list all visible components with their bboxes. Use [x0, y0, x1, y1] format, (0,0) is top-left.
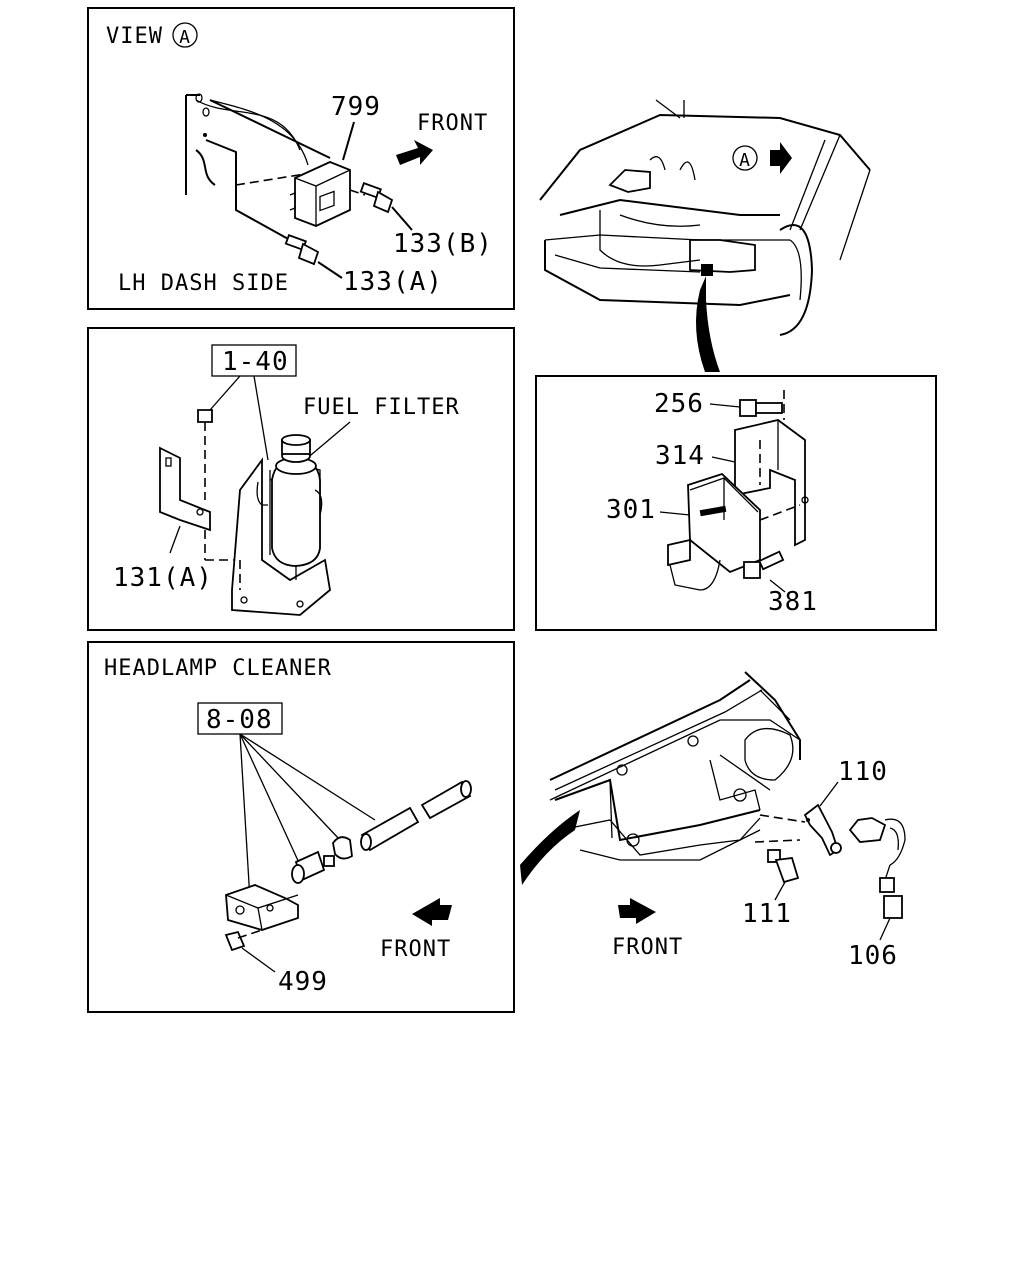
label-131a: 131(A) — [113, 563, 213, 593]
arrow-icon — [770, 142, 792, 174]
panel-view-a-frame — [87, 7, 515, 310]
label-799: 799 — [331, 92, 381, 122]
arrow-icon — [396, 140, 433, 165]
relay-301 — [667, 472, 801, 591]
ref-label-1-40: 1-40 — [222, 347, 289, 377]
front-label-view-a: FRONT — [417, 111, 488, 136]
module-799 — [289, 161, 351, 227]
label-106: 106 — [848, 941, 898, 971]
panel-front-view: A — [539, 99, 871, 372]
label-314: 314 — [655, 441, 705, 471]
label-499: 499 — [278, 967, 328, 997]
circle-letter-icon: A — [732, 145, 758, 171]
label-133a: 133(A) — [343, 267, 443, 297]
fuel-filter — [231, 434, 331, 616]
bolt-133b — [349, 182, 394, 214]
fuel-filter-label: FUEL FILTER — [303, 395, 460, 420]
bolt-256 — [739, 399, 783, 417]
panel-fuel-filter: 1-40 FUEL FILTER — [87, 327, 515, 631]
front-label-headlamp: FRONT — [380, 937, 451, 962]
bracket-131a — [159, 446, 211, 532]
panel-fuel-filter-frame — [87, 327, 515, 631]
bolt-381 — [743, 550, 785, 579]
screw-499 — [224, 929, 263, 952]
bolt-111 — [767, 849, 800, 884]
bracket-314 — [734, 419, 809, 547]
arrow-icon — [412, 898, 452, 926]
label-256: 256 — [654, 389, 704, 419]
ref-label-8-08: 8-08 — [206, 705, 273, 735]
label-301: 301 — [606, 495, 656, 525]
location-label: LH DASH SIDE — [118, 271, 289, 296]
bracket-110 — [803, 803, 842, 857]
relay-location-marker — [701, 264, 713, 276]
nozzle-bracket — [225, 884, 299, 931]
label-133b: 133(B) — [393, 229, 493, 259]
hose-clip — [332, 836, 353, 860]
label-381: 381 — [768, 587, 818, 617]
hose-joint — [291, 850, 335, 884]
panel-relay-frame — [535, 375, 937, 631]
panel-relay-detail: 256 314 301 — [535, 375, 937, 631]
washer-hose — [360, 780, 472, 852]
panel-rear-view: 110 111 106 FRONT — [520, 671, 906, 971]
bolt-133a — [284, 234, 320, 266]
label-111: 111 — [742, 899, 792, 929]
panel-headlamp-cleaner: HEADLAMP CLEANER 8-08 — [87, 641, 515, 1013]
panel-headlamp-frame — [87, 641, 515, 1013]
panel-view-a: VIEW A 799 133( — [87, 7, 515, 310]
switch-106 — [848, 817, 906, 919]
view-a-title: VIEW — [106, 24, 163, 49]
front-label-rear: FRONT — [612, 935, 683, 960]
label-110: 110 — [838, 757, 888, 787]
front-view-marker: A — [739, 150, 751, 171]
arrow-icon — [618, 898, 656, 924]
circle-letter-icon: A — [172, 22, 198, 48]
headlamp-cleaner-title: HEADLAMP CLEANER — [104, 656, 332, 681]
view-a-marker: A — [179, 27, 191, 48]
